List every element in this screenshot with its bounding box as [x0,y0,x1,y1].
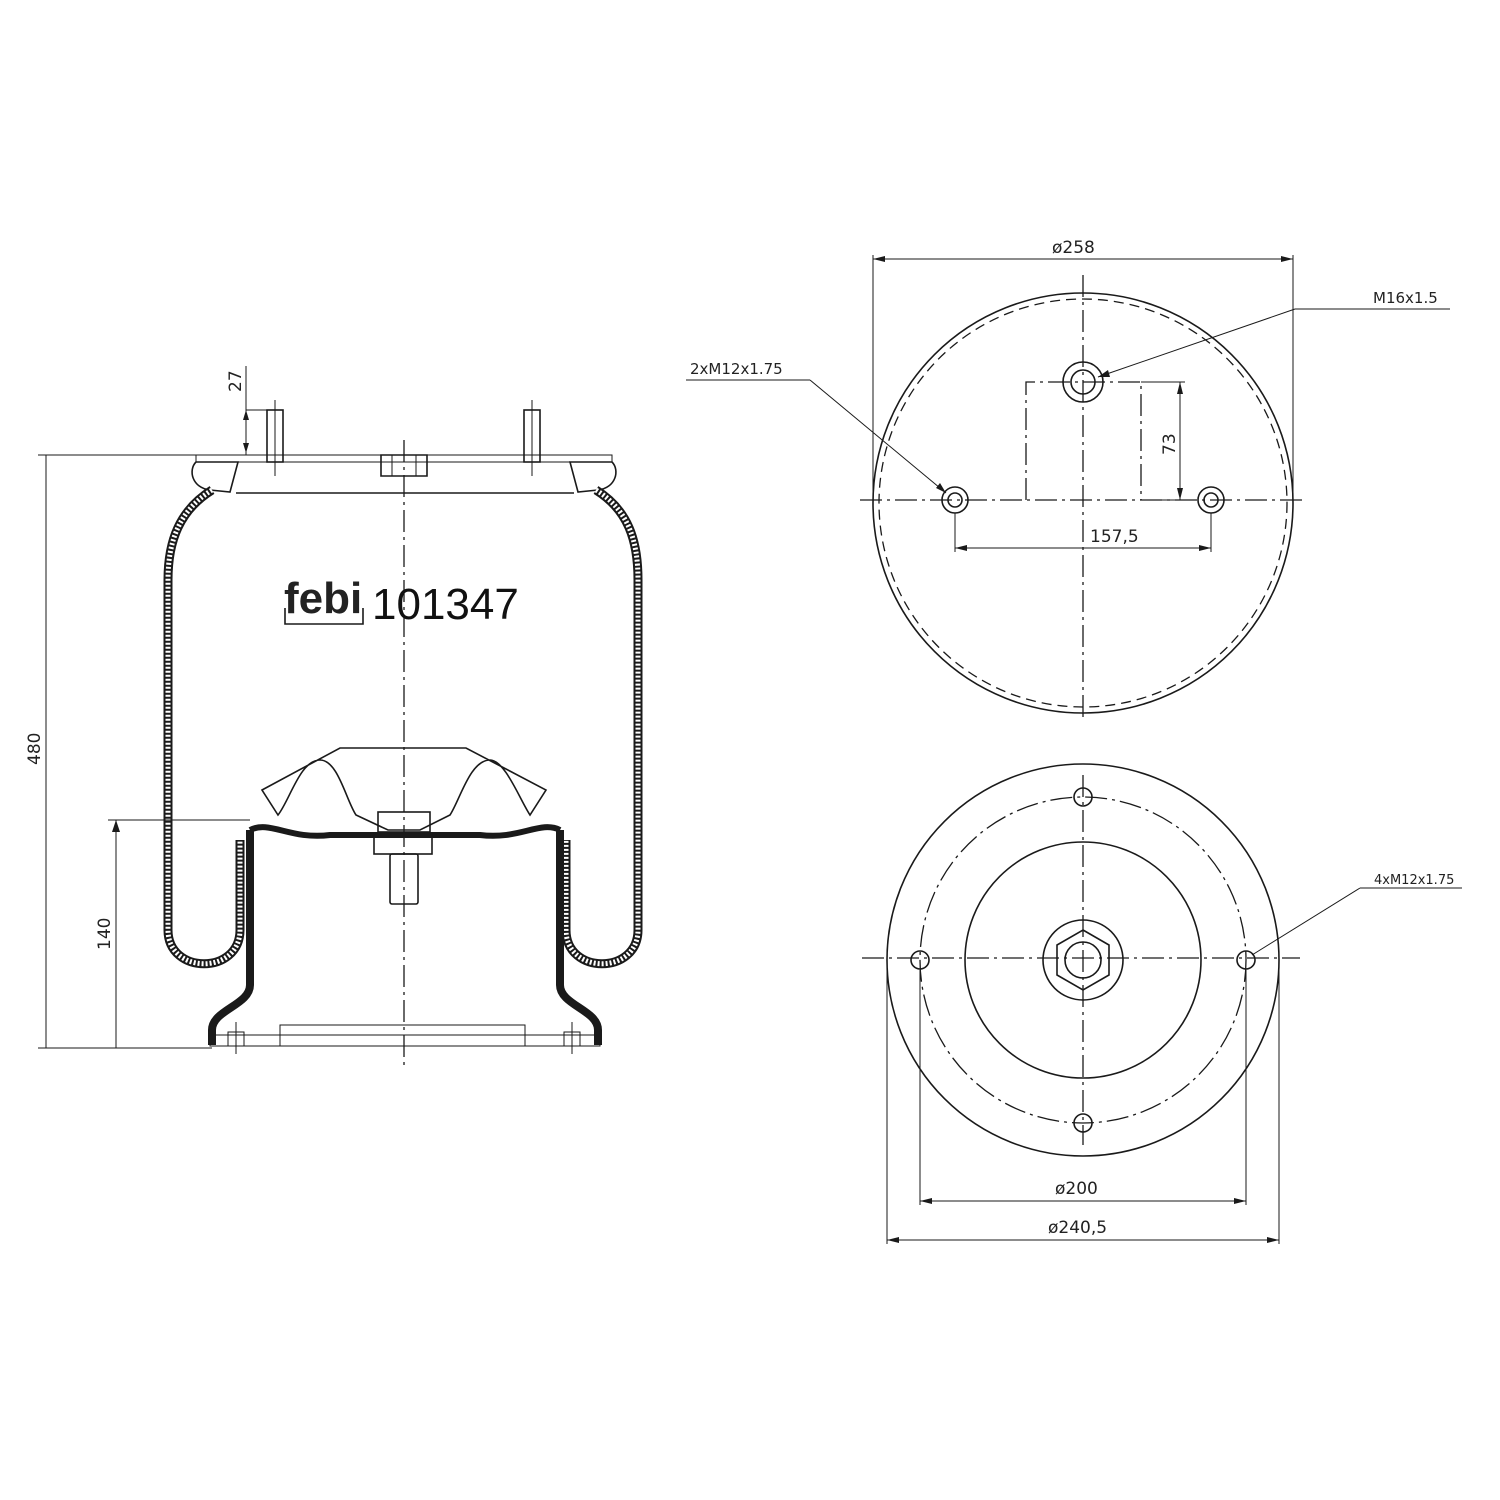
piston-left-wall [208,830,254,1045]
callout-4x-m12: 4xM12x1.75 [1374,873,1454,888]
dim-outer-diameter: ø258 [1052,238,1095,258]
part-number: 101347 [372,580,519,629]
dim-base-diameter: ø240,5 [1048,1218,1107,1238]
side-section-view: 480 140 27 febi 101347 [25,366,643,1070]
dim-stud-height: 27 [226,370,246,392]
callout-m16: M16x1.5 [1373,289,1438,307]
svg-text:febi: febi [284,574,362,623]
right-bellow-wall [561,486,643,969]
dim-bolt-circle: ø200 [1055,1179,1098,1199]
bolt-circle [919,796,1247,1124]
right-bead [568,461,617,493]
piston-right-wall [556,830,602,1045]
bolt-head [377,811,431,833]
piston-top [248,824,562,839]
bottom-hole-right [1236,950,1256,970]
bottom-hole-left [910,950,930,970]
base-plate [209,1034,601,1047]
top-view: 73 157,5 ø258 M16x1.5 2xM12x1.75 [686,238,1450,720]
callout-2x-m12: 2xM12x1.75 [690,360,783,378]
bottom-view: 4xM12x1.75 ø200 ø240,5 [862,763,1462,1244]
nut [373,835,433,855]
left-bellow-wall [163,486,245,969]
dim-stud-spacing: 157,5 [1090,527,1139,547]
bolt-shank [389,853,419,905]
dim-overall-height: 480 [25,733,45,765]
bottom-hole-top [1073,787,1093,807]
bottom-hole-bottom [1073,1113,1093,1133]
febi-logo: febi [282,566,366,625]
left-bead [191,461,240,493]
dim-stud-offset: 73 [1160,433,1180,455]
bumper [260,747,548,831]
dim-piston-height: 140 [95,918,115,950]
